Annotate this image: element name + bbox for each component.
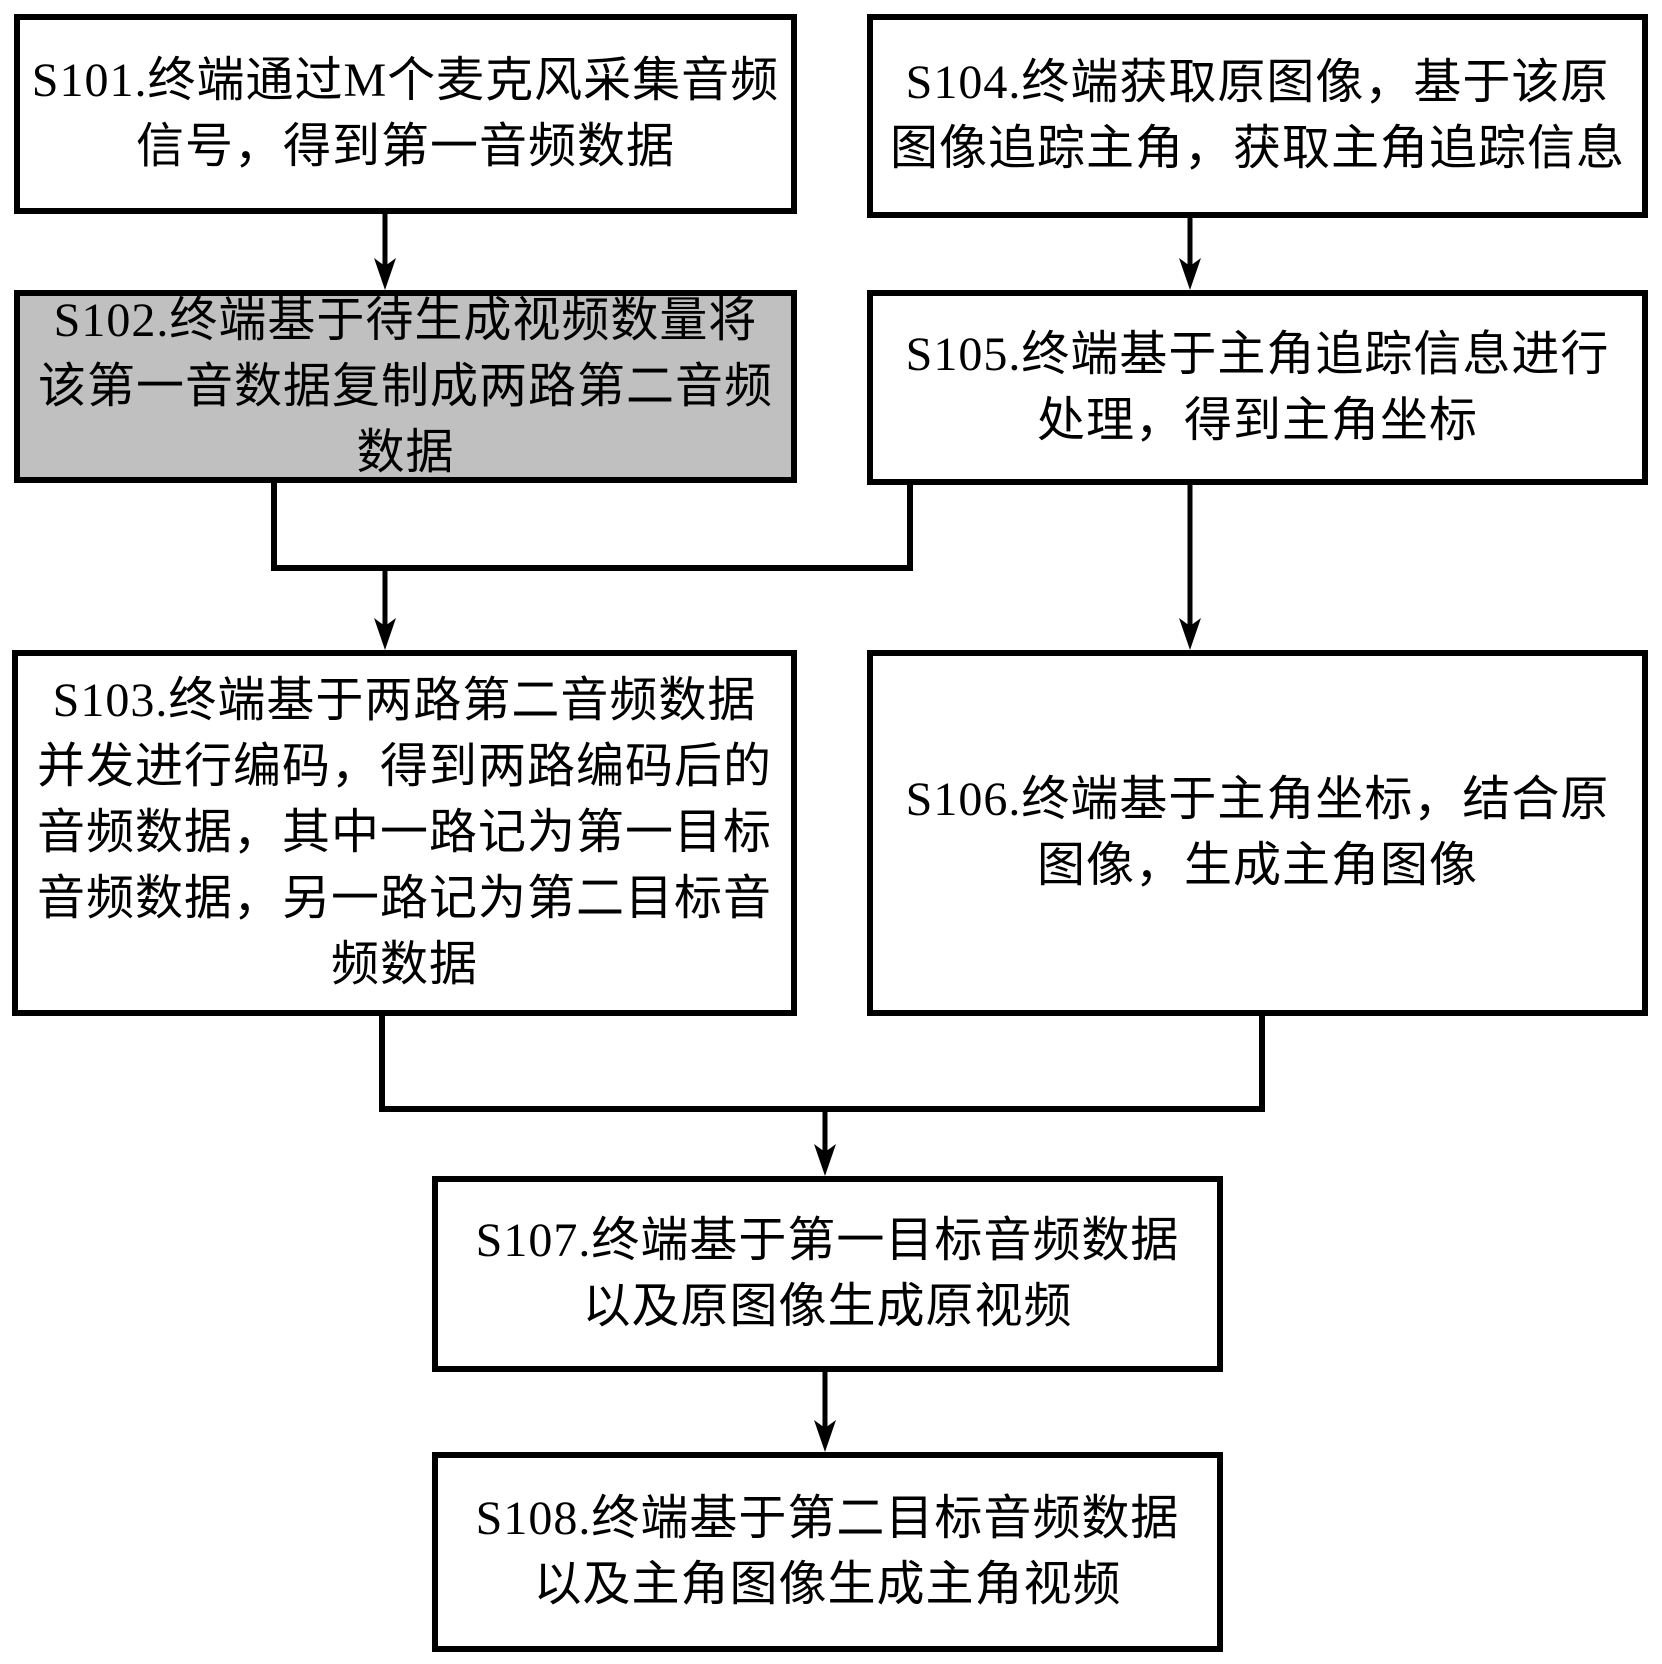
node-s108-label: S108.终端基于第二目标音频数据 以及主角图像生成主角视频 [475, 1492, 1180, 1611]
node-s106-label: S106.终端基于主角坐标，结合原 图像，生成主角图像 [905, 773, 1610, 892]
flowchart-node-s101: S101.终端通过M个麦克风采集音频 信号，得到第一音频数据 [14, 14, 797, 214]
flowchart-node-s102: S102.终端基于待生成视频数量将 该第一音数据复制成两路第二音频 数据 [14, 290, 797, 483]
node-s102-label: S102.终端基于待生成视频数量将 该第一音数据复制成两路第二音频 数据 [37, 293, 773, 479]
flowchart-node-s107: S107.终端基于第一目标音频数据 以及原图像生成原视频 [432, 1176, 1223, 1372]
flowchart-node-s108: S108.终端基于第二目标音频数据 以及主角图像生成主角视频 [432, 1452, 1223, 1652]
edge-s102-s105-bus [271, 483, 913, 571]
node-s105-label: S105.终端基于主角追踪信息进行 处理，得到主角坐标 [905, 327, 1610, 447]
arrowhead-s106 [1179, 618, 1201, 650]
flowchart-node-s106: S106.终端基于主角坐标，结合原 图像，生成主角图像 [867, 650, 1648, 1016]
flowchart-node-s103: S103.终端基于两路第二音频数据 并发进行编码，得到两路编码后的 音频数据，其… [12, 650, 797, 1016]
arrowhead-s107 [814, 1144, 836, 1176]
node-s104-label: S104.终端获取原图像，基于该原 图像追踪主角，获取主角追踪信息 [889, 56, 1625, 175]
arrowhead-s108 [814, 1420, 836, 1452]
arrowhead-s105 [1179, 258, 1201, 290]
node-s107-label: S107.终端基于第一目标音频数据 以及原图像生成原视频 [475, 1214, 1180, 1333]
arrowhead-s102 [374, 258, 396, 290]
flowchart-node-s104: S104.终端获取原图像，基于该原 图像追踪主角，获取主角追踪信息 [867, 14, 1648, 218]
node-s101-label: S101.终端通过M个麦克风采集音频 信号，得到第一音频数据 [31, 54, 780, 173]
edge-s103-s106-bus [379, 1016, 1265, 1112]
arrowhead-s103 [374, 618, 396, 650]
flowchart-node-s105: S105.终端基于主角追踪信息进行 处理，得到主角坐标 [867, 290, 1648, 485]
node-s103-label: S103.终端基于两路第二音频数据 并发进行编码，得到两路编码后的 音频数据，其… [36, 674, 772, 991]
